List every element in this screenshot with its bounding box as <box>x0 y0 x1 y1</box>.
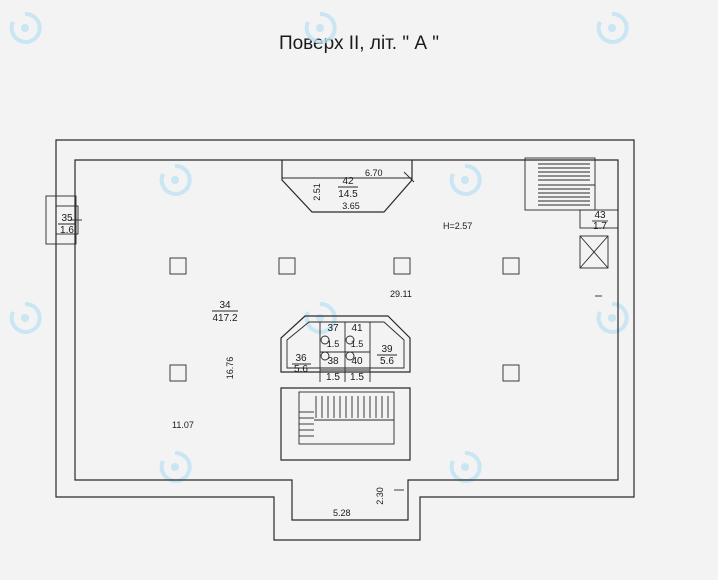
room-38-number: 38 <box>327 356 339 367</box>
room-36-number: 36 <box>295 353 307 364</box>
room-37-area: 1.5 <box>327 339 340 349</box>
dim-528: 5.28 <box>333 508 351 518</box>
watermark-icons <box>9 11 629 483</box>
dim-1107: 11.07 <box>172 420 194 430</box>
room-35-number: 35 <box>61 213 73 224</box>
room-43-box <box>579 209 619 229</box>
room-38-area: 1.5 <box>326 372 340 383</box>
dim-2911: 29.11 <box>390 289 412 299</box>
stair-central <box>280 387 411 461</box>
dimension-ticks <box>70 219 602 491</box>
elevator-shaft <box>579 235 609 269</box>
room-40-number: 40 <box>351 356 363 367</box>
room-39-number: 39 <box>381 344 393 355</box>
dim-365: 3.65 <box>342 201 360 211</box>
central-core <box>280 315 411 382</box>
dim-670: 6.70 <box>365 168 383 178</box>
room-39-area: 5.6 <box>380 356 394 367</box>
room-36-area: 5.6 <box>294 364 308 375</box>
page-title: Поверх II, літ. " А " <box>278 33 440 54</box>
stair-top-right <box>524 157 596 211</box>
dim-251: 2.51 <box>312 183 322 201</box>
room-42-outline <box>281 160 413 213</box>
room-42-number: 42 <box>342 176 354 187</box>
room-41-area: 1.5 <box>351 339 364 349</box>
columns <box>169 257 520 382</box>
room-37-number: 37 <box>327 323 339 334</box>
inner-wall <box>74 159 619 521</box>
room-40-area: 1.5 <box>350 372 364 383</box>
room-34-number: 34 <box>219 300 231 311</box>
room-42-area: 14.5 <box>338 189 358 200</box>
dim-230: 2.30 <box>375 487 385 505</box>
room-43-number: 43 <box>594 210 606 221</box>
room-34-area: 417.2 <box>212 313 237 324</box>
room-43-area: 1.7 <box>593 221 607 232</box>
outer-wall <box>55 139 635 541</box>
dim-1676: 16.76 <box>225 357 235 380</box>
room-41-number: 41 <box>351 323 363 334</box>
room-35-area: 1.6 <box>60 225 74 236</box>
height-note: H=2.57 <box>443 221 472 231</box>
